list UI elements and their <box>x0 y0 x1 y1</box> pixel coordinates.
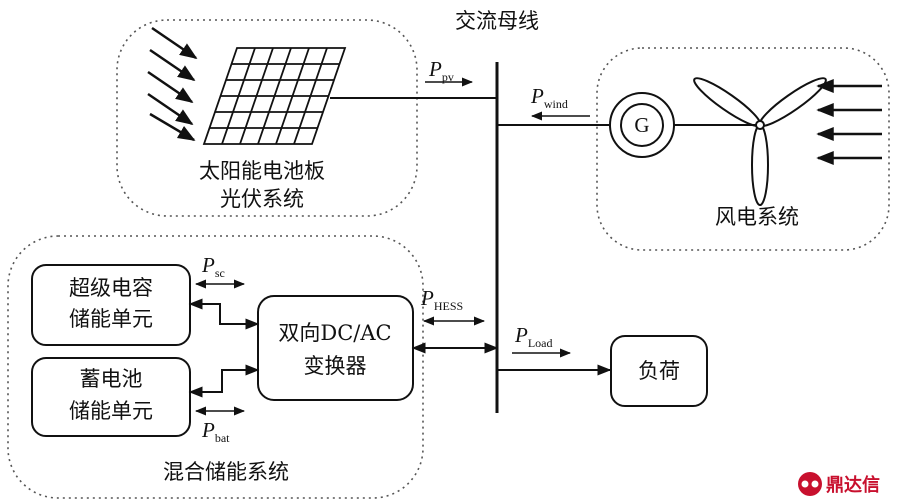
bus-label: 交流母线 <box>455 9 539 33</box>
hess-power-label: PHESS <box>420 286 463 313</box>
battery-box: 蓄电池 储能单元 <box>31 357 191 437</box>
converter-box: 双向DC/AC 变换器 <box>257 295 414 401</box>
pv-system-group: Ppv 太阳能电池板 光伏系统 <box>116 19 497 217</box>
watermark-logo: 鼎达信 <box>798 472 880 496</box>
svg-text:蓄电池: 蓄电池 <box>80 367 143 391</box>
pv-label-line1: 太阳能电池板 <box>199 159 325 183</box>
load-power-label: PLoad <box>514 323 552 350</box>
load-group: PLoad 负荷 <box>497 323 708 407</box>
svg-text:双向DC/AC: 双向DC/AC <box>278 321 391 345</box>
hess-group: 超级电容 储能单元 蓄电池 储能单元 双向DC/AC 变换器 Psc Pbat … <box>7 235 424 499</box>
sc-power-label: Psc <box>201 253 225 280</box>
sun-rays-icon <box>147 26 198 142</box>
svg-text:储能单元: 储能单元 <box>69 307 153 331</box>
wind-arrows-icon <box>816 79 882 165</box>
svg-text:超级电容: 超级电容 <box>69 276 153 300</box>
watermark-text: 鼎达信 <box>826 474 880 496</box>
bat-power-label: Pbat <box>201 418 230 445</box>
svg-text:储能单元: 储能单元 <box>69 399 153 423</box>
svg-text:变换器: 变换器 <box>304 354 367 378</box>
load-label: 负荷 <box>638 359 680 383</box>
battery-link <box>188 364 260 398</box>
pv-power-label: Ppv <box>428 57 454 84</box>
svg-text:G: G <box>634 113 649 137</box>
wind-power-label: Pwind <box>530 84 568 111</box>
pv-label-line2: 光伏系统 <box>220 187 304 211</box>
wind-turbine-icon <box>693 77 827 206</box>
solar-panel-icon <box>202 47 347 145</box>
ac-bus: 交流母线 <box>455 9 539 413</box>
supercap-box: 超级电容 储能单元 <box>31 264 191 346</box>
generator-icon: G <box>609 92 675 158</box>
wind-system-group: Pwind G 风电系统 <box>497 47 890 251</box>
hess-label: 混合储能系统 <box>163 460 289 484</box>
wind-label: 风电系统 <box>715 205 799 229</box>
supercap-link <box>188 298 260 330</box>
